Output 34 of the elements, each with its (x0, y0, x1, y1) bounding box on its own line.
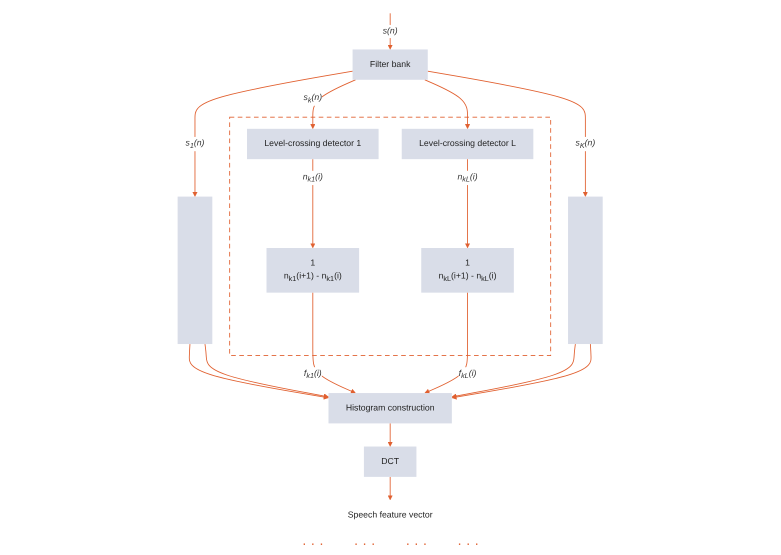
arrow (424, 79, 470, 130)
edge-label: f$_{k1}$(i) (304, 368, 322, 380)
node-box (422, 248, 514, 293)
ellipsis-dots: · · · (457, 535, 480, 553)
edge-label: s(n) (383, 26, 398, 36)
arrow (310, 158, 316, 248)
arrow (388, 422, 394, 447)
edge-label: n$_{kL}$(i) (458, 172, 478, 184)
ellipsis-dots: · · · (406, 535, 428, 553)
arrow (192, 70, 354, 197)
arrow (465, 158, 470, 248)
arrow (388, 476, 394, 500)
node-box (328, 393, 452, 424)
arrow (424, 292, 468, 394)
edge-label: n$_{k1}$(i) (303, 172, 324, 184)
arrow (310, 79, 356, 130)
flowchart-diagram: s(n) s$_{1}$(n) s$_{k}$(n) s$_{K}$(n) n$_{k1}$(i) n$_{kL}$(i) f$_{k1}$(i) f$_{kL}$(i) Filter bank Level-crossing detector 1 Level-crossing detector L 1 n$_{k1}$(i+1) - n$_{k1}$(i) 1 n$_{kL}$(i+1) - n$_{kL}$(i) Histogram construction DCT Speech feature vector (173, 0, 608, 535)
edge-label: s$_{1}$(n) (186, 138, 205, 150)
node-box (266, 248, 360, 293)
ellipsis-dots: · · · (354, 535, 376, 553)
edge-label: s$_{K}$(n) (576, 138, 596, 150)
node-box (364, 446, 417, 477)
node-box (402, 128, 534, 160)
cluster (230, 116, 552, 356)
node-box (568, 196, 604, 344)
edge-label: s$_{k}$(n) (304, 92, 322, 104)
ellipsis-dots: · · · (302, 535, 324, 553)
arrow (428, 70, 588, 197)
node-box (352, 49, 428, 80)
node-box (247, 128, 379, 160)
node-box (178, 196, 213, 344)
edge-label: f$_{kL}$(i) (458, 368, 477, 380)
arrow (312, 292, 356, 394)
node-text: Speech feature vector (348, 510, 433, 520)
